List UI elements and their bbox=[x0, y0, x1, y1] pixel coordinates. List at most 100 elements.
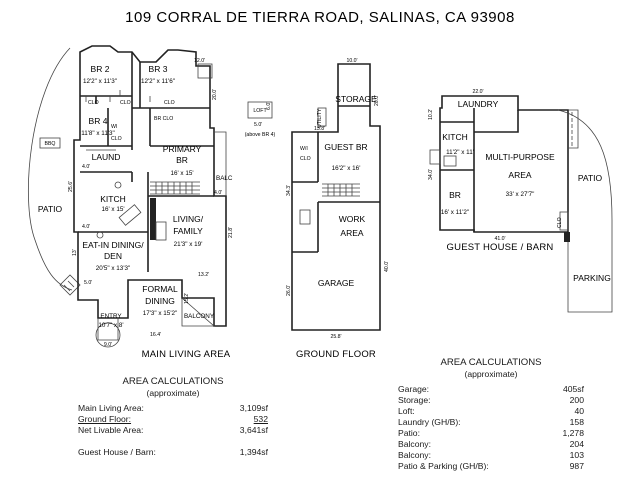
room-formal-dims: 17'3" x 15'2" bbox=[143, 310, 178, 317]
patio-steps bbox=[59, 274, 81, 296]
dim-2: 20.0' bbox=[212, 89, 218, 100]
room-balcony: BALCONY bbox=[184, 313, 215, 320]
calc-right-label: Loft: bbox=[398, 406, 415, 416]
room-gh-multi-dims: 33' x 27'7" bbox=[506, 191, 535, 198]
ground-floor-plan: STORAGE GUEST BR 16'2" x 16' WORK AREA G… bbox=[286, 58, 390, 360]
fireplace bbox=[155, 221, 167, 241]
dim-4: 25.6' bbox=[68, 181, 74, 192]
room-kitchen-dims: 16' x 15' bbox=[101, 206, 124, 213]
room-guest-br: GUEST BR bbox=[324, 142, 367, 152]
calc-right-row: Storage:200 bbox=[398, 395, 584, 406]
dim-7: 13' bbox=[72, 249, 78, 256]
room-br4-dims: 11'8" x 11'3" bbox=[81, 130, 115, 137]
br3-bath-tub bbox=[197, 63, 213, 79]
patio-outline bbox=[28, 47, 73, 291]
clo-label-br2: CLO bbox=[88, 100, 99, 106]
kitchen-island bbox=[118, 204, 142, 226]
calc-right-value: 204 bbox=[569, 439, 584, 449]
entry-walls bbox=[97, 318, 119, 341]
calc-right-row: Loft:40 bbox=[398, 406, 584, 417]
plan-label-ground: GROUND FLOOR bbox=[296, 349, 376, 360]
calc-left-row: Ground Floor: 532 bbox=[78, 414, 268, 425]
main-interior-walls bbox=[78, 52, 214, 272]
calc-right-heading: AREA CALCULATIONS bbox=[440, 357, 542, 368]
room-primary: PRIMARY bbox=[163, 144, 202, 154]
room-gh-br-dims: 16' x 11'2" bbox=[441, 209, 469, 216]
dim-13: 5.0' bbox=[254, 122, 262, 128]
calc-right-label: Storage: bbox=[398, 395, 431, 405]
calc-right-value: 103 bbox=[569, 450, 584, 460]
room-den: DEN bbox=[104, 251, 122, 261]
calc-right-row: Patio:1,278 bbox=[398, 428, 584, 439]
property-address: 109 CORRAL DE TIERRA ROAD, SALINAS, CA 9… bbox=[125, 9, 515, 26]
room-balc: BALC bbox=[216, 175, 233, 182]
calc-left-label: Net Livable Area: bbox=[78, 425, 144, 435]
room-entry-dims: 10'7" x 8' bbox=[98, 322, 123, 329]
utility-ground: UTILITY bbox=[317, 108, 323, 128]
plan-label-main: MAIN LIVING AREA bbox=[142, 349, 231, 360]
room-kitchen: KITCH bbox=[100, 194, 126, 204]
clo-label-br3: CLO bbox=[164, 100, 175, 106]
room-br4: BR 4 bbox=[89, 116, 108, 126]
room-guest-br-dims: 16'2" x 16' bbox=[332, 165, 361, 172]
utility-closet bbox=[299, 209, 311, 225]
loft-label: LOFT bbox=[253, 108, 267, 114]
calc-right-label: Balcony: bbox=[398, 439, 431, 449]
dim-1: 12.0' bbox=[194, 58, 205, 64]
dim-ground-7: 25.8' bbox=[330, 334, 341, 340]
calc-left-value: 3,641sf bbox=[239, 425, 268, 435]
main-living-area-plan: BR 2 12'2" x 11'3" BR 3 12'2" x 11'6" BR… bbox=[28, 45, 276, 360]
guest-interior-walls bbox=[440, 108, 519, 232]
room-gh-area: AREA bbox=[508, 170, 531, 180]
clo-label-hall: CLO bbox=[120, 100, 131, 106]
balc-1-outline bbox=[214, 131, 227, 196]
guest-stoop bbox=[429, 149, 441, 165]
calc-left-value: 532 bbox=[253, 414, 268, 424]
dim-ground-4: 34.3' bbox=[286, 185, 292, 196]
dim-ground-3: 13.8' bbox=[314, 126, 325, 132]
calc-right-row: Patio & Parking (GH/B):987 bbox=[398, 461, 584, 472]
dim-gh-1: 22.0' bbox=[472, 89, 483, 95]
room-primary-dims: 16' x 15' bbox=[170, 170, 193, 177]
room-gh-kitch: KITCH bbox=[442, 132, 468, 142]
room-gh-kitch-dims: 11'2" x 11' bbox=[446, 149, 474, 156]
guest-steps bbox=[568, 109, 579, 149]
dim-3: 4.0' bbox=[82, 164, 90, 170]
wi-label: WI bbox=[111, 124, 117, 130]
clo-ground: CLO bbox=[300, 156, 311, 162]
room-living-dims: 21'3" x 19' bbox=[174, 241, 203, 248]
table-marker bbox=[96, 231, 104, 239]
room-storage: STORAGE bbox=[335, 94, 377, 104]
calc-right-value: 1,278 bbox=[562, 428, 584, 438]
calc-right-label: Patio & Parking (GH/B): bbox=[398, 461, 489, 471]
room-formal: FORMAL bbox=[142, 284, 178, 294]
calc-left-row: Guest House / Barn: 1,394sf bbox=[78, 447, 268, 458]
dim-9: 21.8' bbox=[228, 227, 234, 238]
calc-left-label: Guest House / Barn: bbox=[78, 447, 156, 457]
calc-left-heading: AREA CALCULATIONS bbox=[122, 376, 224, 387]
dim-5: 4.0' bbox=[82, 224, 90, 230]
bbq-label: BBQ bbox=[45, 141, 56, 147]
guest-patio-outline bbox=[557, 109, 613, 313]
calc-right-row: Garage:405sf bbox=[398, 384, 584, 395]
dim-14: 6.0' bbox=[266, 102, 272, 110]
dim-12: 9.0' bbox=[104, 342, 112, 348]
dim-ground-1: 10.0' bbox=[346, 58, 357, 64]
calc-right-label: Balcony: bbox=[398, 450, 431, 460]
dim-gh-3: 41.0' bbox=[494, 236, 505, 242]
room-gh-patio: PATIO bbox=[578, 173, 603, 183]
calc-right-value: 158 bbox=[569, 417, 584, 427]
guest-door-post bbox=[564, 232, 570, 242]
ground-interior-walls bbox=[292, 105, 380, 253]
room-gh-parking: PARKING bbox=[573, 273, 611, 283]
calc-left-label: Main Living Area: bbox=[78, 403, 144, 413]
sink bbox=[114, 181, 122, 189]
entry-bay bbox=[95, 322, 121, 348]
room-primary-br: BR bbox=[176, 155, 188, 165]
room-laundry: LAUND bbox=[92, 152, 121, 162]
dim-ground-6: 40.0' bbox=[384, 261, 390, 272]
dim-10: 13.2' bbox=[198, 272, 209, 278]
room-br3-dims: 12'2" x 11'6" bbox=[141, 78, 175, 85]
calc-right-label: Laundry (GH/B): bbox=[398, 417, 461, 427]
